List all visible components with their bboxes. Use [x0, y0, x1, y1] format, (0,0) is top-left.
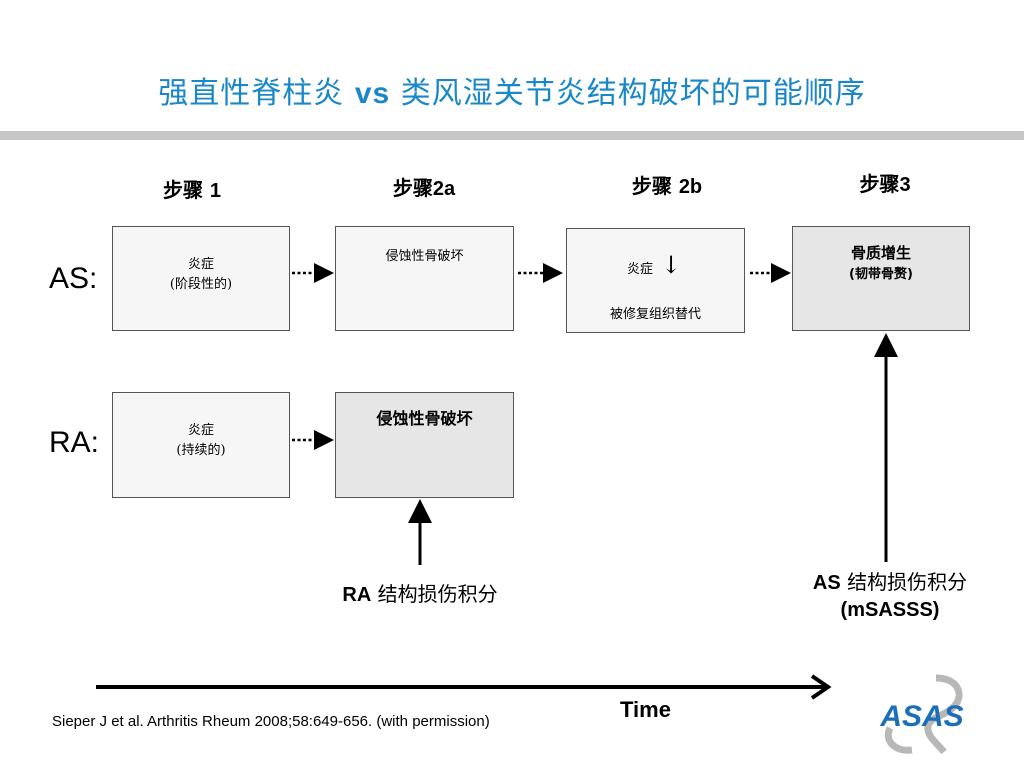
ra-step2a-box: 侵蚀性骨破坏 — [335, 392, 514, 498]
citation: Sieper J et al. Arthritis Rheum 2008;58:… — [52, 713, 490, 730]
as-step3-line1: 骨质增生 — [850, 244, 911, 262]
slide-title: 强直性脊柱炎 vs 类风湿关节炎结构破坏的可能顺序 — [0, 68, 1024, 112]
as-step2b-box: 炎症 ↓ 被修复组织替代 — [566, 228, 745, 333]
as-step1-line2: (阶段性的) — [169, 277, 233, 292]
time-label: Time — [620, 697, 671, 722]
title-part1: 强直性脊柱炎 — [158, 76, 355, 111]
step-2b-header: 步骤 2b — [631, 174, 703, 198]
down-arrow-icon: ↓ — [661, 251, 682, 279]
title-part2: 类风湿关节炎结构破坏的可能顺序 — [390, 76, 866, 111]
as-step2b-line2: 被修复组织替代 — [609, 307, 701, 322]
as-score-label: AS 结构损伤积分 (mSASSS) — [770, 569, 1010, 624]
ra-step1-line2: (持续的) — [176, 443, 226, 458]
step-1-header: 步骤 1 — [162, 178, 222, 202]
asas-logo: ASAS — [879, 674, 964, 755]
step-2a-header: 步骤2a — [392, 176, 456, 200]
ra-step1-line1: 炎症 — [187, 423, 214, 438]
ra-step1-box: 炎症 (持续的) — [112, 392, 290, 498]
as-step2a-box: 侵蚀性骨破坏 — [335, 226, 514, 331]
as-step3-box: 骨质增生 (韧带骨赘) — [792, 226, 970, 331]
as-step2b-line1: 炎症 — [627, 262, 654, 277]
step-3-header: 步骤3 — [859, 172, 911, 196]
as-step1-line1: 炎症 — [187, 257, 214, 272]
as-row-label: AS: — [49, 262, 98, 295]
time-axis-arrowhead — [810, 674, 832, 700]
as-step1-box: 炎症 (阶段性的) — [112, 226, 290, 331]
asas-logo-text: ASAS — [879, 700, 963, 733]
ra-row-label: RA: — [49, 426, 100, 459]
as-score-sub: (mSASSS) — [840, 599, 940, 621]
as-step2a-line1: 侵蚀性骨破坏 — [385, 249, 464, 264]
ra-step2a-line1: 侵蚀性骨破坏 — [376, 409, 473, 428]
as-step3-line2: (韧带骨赘) — [849, 267, 913, 282]
title-divider — [0, 131, 1024, 140]
title-vs: vs — [354, 77, 391, 110]
ra-score-label: RA 结构损伤积分 — [342, 582, 498, 606]
